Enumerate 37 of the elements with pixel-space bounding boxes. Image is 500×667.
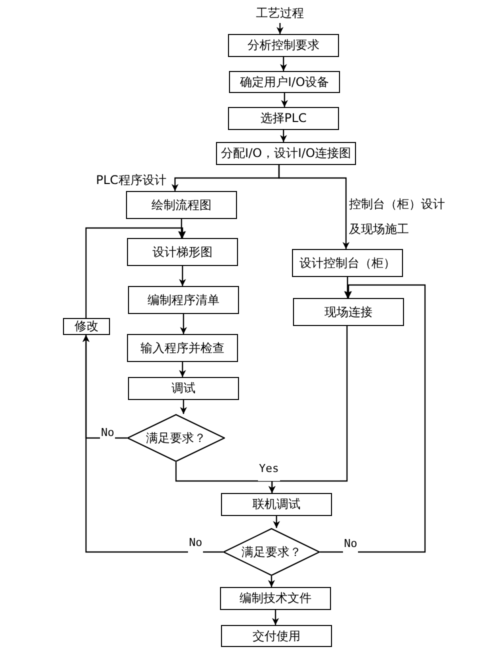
- process-box: 确定用户I/O设备: [229, 71, 340, 93]
- arrow: [268, 326, 348, 493]
- arrow: [85, 227, 186, 318]
- process-box: 编制程序清单: [128, 286, 239, 314]
- arrow: [179, 266, 186, 286]
- process-box: 选择PLC: [228, 107, 339, 130]
- arrow: [344, 277, 351, 298]
- start-label: 工艺过程: [250, 3, 310, 23]
- decision-diamond: 满足要求？: [127, 414, 225, 462]
- arrow: [180, 400, 187, 414]
- arrow: [320, 284, 426, 553]
- process-box: 设计控制台（柜）: [292, 249, 403, 277]
- process-box: 输入程序并检查: [127, 334, 238, 362]
- arrow: [273, 516, 280, 528]
- process-box: 绘制流程图: [126, 191, 237, 219]
- process-box: 联机调试: [221, 493, 332, 516]
- arrow: [278, 165, 350, 249]
- arrow: [180, 314, 187, 334]
- process-box: 交付使用: [221, 625, 332, 647]
- process-box: 调试: [128, 377, 239, 400]
- arrow: [280, 130, 287, 142]
- edge-label: PLC程序设计: [95, 173, 168, 188]
- process-box: 分配I/O，设计I/O连接图: [216, 142, 356, 165]
- arrow: [272, 610, 279, 625]
- arrow: [280, 57, 287, 71]
- process-box: 现场连接: [293, 298, 404, 326]
- arrow: [179, 362, 186, 377]
- arrow: [281, 93, 288, 107]
- arrow: [178, 219, 185, 238]
- arrow: [268, 576, 275, 587]
- decision-diamond: 满足要求？: [223, 528, 320, 576]
- process-box: 设计梯形图: [127, 238, 238, 266]
- arrow: [276, 23, 284, 34]
- arrow: [82, 335, 223, 553]
- process-box: 分析控制要求: [228, 34, 339, 57]
- process-box: 修改: [63, 318, 110, 335]
- process-box: 编制技术文件: [220, 587, 331, 610]
